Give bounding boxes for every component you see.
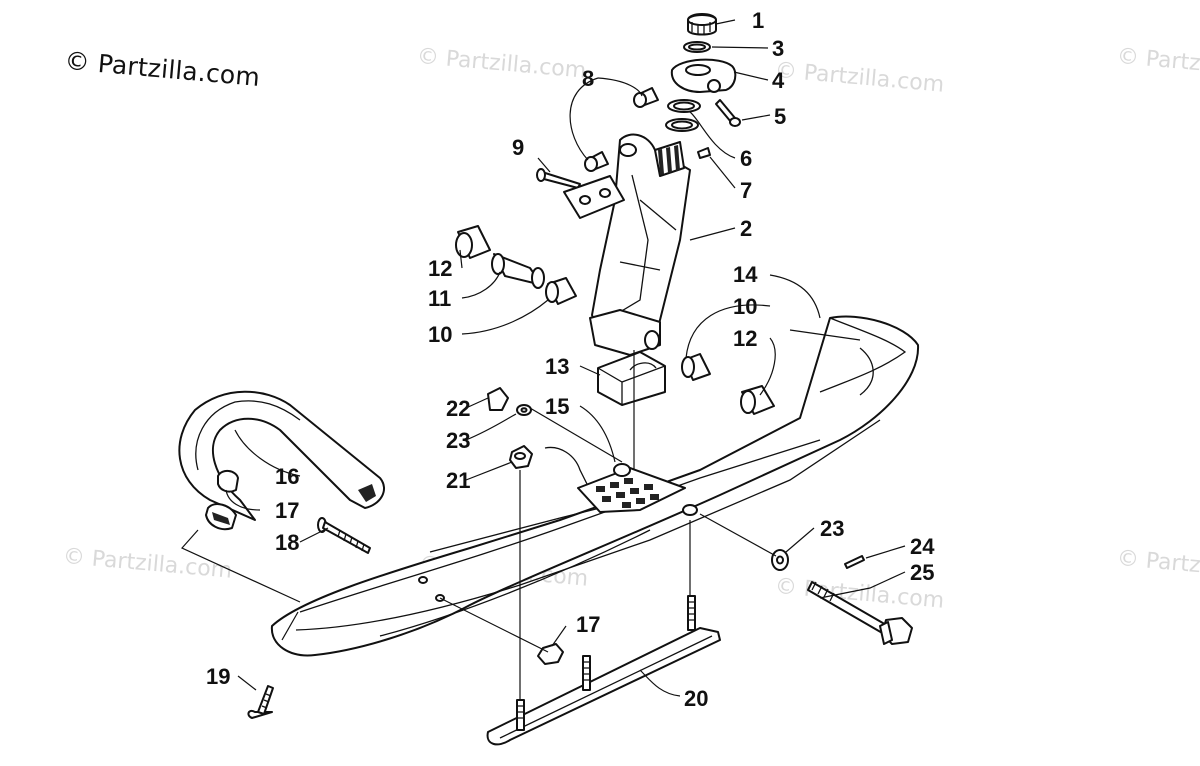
spindle-cap: [687, 13, 717, 36]
callout-10-left: 10: [428, 322, 452, 347]
handle-bolt: [317, 517, 371, 554]
spindle: [589, 133, 691, 356]
upper-bushings: [584, 87, 659, 172]
callout-12-right: 12: [733, 326, 757, 351]
callout-17-upper: 17: [275, 498, 299, 523]
wear-bar-nut: [537, 643, 564, 665]
callout-9: 9: [512, 135, 524, 160]
handle-end-cap: [205, 503, 237, 531]
callout-11: 11: [428, 286, 451, 311]
spindle-bolt-assembly: [771, 549, 913, 645]
ski-handle: [178, 390, 385, 521]
leader-lines: [181, 19, 906, 700]
callout-5: 5: [774, 104, 786, 129]
callout-23-upper: 23: [446, 428, 470, 453]
callout-numbers: 1 3 4 5 6 7 2 8 9 12 11 10 14 10 12 13 1…: [206, 8, 935, 711]
callout-19: 19: [206, 664, 230, 689]
wear-bar: [486, 595, 721, 746]
callout-23-lower: 23: [820, 516, 844, 541]
retaining-ring: [683, 41, 711, 53]
callout-21: 21: [446, 468, 470, 493]
callout-7: 7: [740, 178, 752, 203]
set-screw: [697, 147, 711, 159]
callout-12-left: 12: [428, 256, 452, 281]
callout-10-right: 10: [733, 294, 757, 319]
handle-grip-insert: [217, 470, 239, 493]
callout-2: 2: [740, 216, 752, 241]
steering-clamp: [670, 58, 737, 93]
callout-16: 16: [275, 464, 299, 489]
callout-15: 15: [545, 394, 569, 419]
callout-17-lower: 17: [576, 612, 600, 637]
callout-14: 14: [733, 262, 758, 287]
callout-3: 3: [772, 36, 784, 61]
callout-18: 18: [275, 530, 299, 555]
callout-1: 1: [752, 8, 764, 33]
callout-6: 6: [740, 146, 752, 171]
clamp-bolt: [715, 99, 741, 127]
left-bushings: [455, 225, 577, 305]
callout-13: 13: [545, 354, 569, 379]
callout-20: 20: [684, 686, 708, 711]
bracket-bolt: [536, 168, 625, 219]
callout-8: 8: [582, 66, 594, 91]
callout-4: 4: [772, 68, 785, 93]
callout-22: 22: [446, 396, 470, 421]
front-bolt: [247, 685, 274, 719]
washers: [665, 99, 701, 132]
callout-24: 24: [910, 534, 935, 559]
callout-25: 25: [910, 560, 934, 585]
right-bushings: [644, 330, 775, 415]
small-hardware: [487, 387, 631, 477]
damper-block: [597, 351, 666, 406]
